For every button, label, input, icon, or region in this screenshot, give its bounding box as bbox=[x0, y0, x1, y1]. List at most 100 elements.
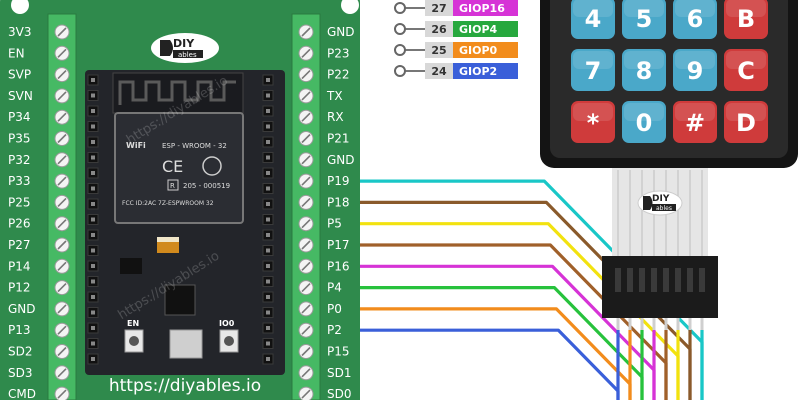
gpio-legend-row: 26 GIOP4 bbox=[394, 21, 518, 37]
header-pin-contact bbox=[91, 186, 95, 191]
connector-pin bbox=[627, 268, 633, 292]
svg-text:DIY: DIY bbox=[652, 194, 670, 204]
screw-terminal-icon bbox=[298, 109, 314, 125]
left-pin-label: P12 bbox=[8, 281, 31, 295]
screw-terminal-icon bbox=[54, 216, 70, 232]
wroom-module bbox=[114, 112, 244, 224]
right-pin-label: P5 bbox=[327, 217, 342, 231]
right-pin-label: GND bbox=[327, 153, 355, 167]
fcc-id: FCC ID:2AC 7Z-ESPWROOM 32 bbox=[122, 200, 214, 207]
screw-terminal-icon bbox=[298, 301, 314, 317]
keypad-key: * bbox=[571, 101, 615, 143]
pin-dot-icon bbox=[394, 23, 406, 35]
gpio-label: GIOP4 bbox=[459, 23, 498, 36]
header-pin-contact bbox=[91, 202, 95, 206]
header-pin-contact bbox=[266, 326, 270, 330]
usb-port bbox=[169, 329, 203, 359]
keypad-key: 0 bbox=[622, 101, 666, 143]
right-pin-labels: GNDP23P22TXRXP21GNDP19P18P5P17P16P4P0P2P… bbox=[326, 25, 355, 400]
screw-terminal-icon bbox=[54, 109, 70, 125]
header-pin-contact bbox=[91, 78, 95, 82]
keypad-key: 7 bbox=[571, 49, 615, 91]
mount-hole bbox=[11, 0, 29, 14]
pin-dot-icon bbox=[394, 65, 406, 77]
ribbon-lines bbox=[617, 170, 703, 256]
gpio-label: GIOP0 bbox=[459, 44, 498, 57]
screw-terminal-icon bbox=[298, 344, 314, 359]
screw-terminal-icon bbox=[54, 194, 70, 210]
screw-terminal-icon bbox=[54, 386, 70, 400]
left-pin-label: P32 bbox=[8, 153, 31, 167]
connector-pins bbox=[615, 268, 705, 330]
screw-terminals bbox=[54, 24, 314, 400]
screw-terminal-icon bbox=[298, 88, 314, 104]
header-pin-contact bbox=[266, 78, 270, 82]
header-pin-contact bbox=[91, 248, 95, 253]
connector-pin-leg bbox=[664, 318, 668, 330]
header-pin-contact bbox=[266, 248, 270, 253]
screw-terminal-icon bbox=[298, 216, 314, 232]
header-pin-contact bbox=[266, 186, 270, 191]
header-pin-contact bbox=[266, 217, 270, 222]
keypad-connector bbox=[602, 256, 718, 318]
ribbon-logo: DIY ables bbox=[637, 190, 683, 216]
header-pin-contact bbox=[91, 357, 95, 361]
connector-pin bbox=[615, 268, 621, 292]
screw-terminal-icon bbox=[298, 386, 314, 400]
screw-terminal-icon bbox=[54, 173, 70, 189]
connector-pin bbox=[651, 268, 657, 292]
screw-terminal-icon bbox=[298, 365, 314, 381]
left-pin-label: P34 bbox=[8, 110, 31, 124]
gpio-pin-number: 26 bbox=[431, 23, 447, 36]
right-pin-label: SD1 bbox=[327, 366, 352, 380]
right-pin-label: P19 bbox=[327, 174, 350, 188]
screw-terminal-icon bbox=[54, 152, 70, 168]
screw-terminal-icon bbox=[54, 237, 70, 253]
header-pin-contact bbox=[91, 233, 95, 237]
header-pin-contact bbox=[91, 155, 95, 160]
left-pin-label: SVP bbox=[8, 68, 31, 82]
screw-terminal-icon bbox=[54, 88, 70, 104]
header-pin-contact bbox=[91, 140, 95, 144]
svg-text:9: 9 bbox=[687, 57, 704, 85]
left-pin-label: P27 bbox=[8, 238, 31, 252]
r-mark: R bbox=[170, 182, 175, 190]
cert-seal-icon bbox=[202, 156, 222, 176]
connector-pin-leg bbox=[628, 318, 632, 330]
gpio-pin-number: 25 bbox=[431, 44, 446, 57]
keypad-key: C bbox=[724, 49, 768, 91]
ribbon-logo-mark-icon bbox=[643, 196, 653, 210]
connector-pin bbox=[663, 268, 669, 292]
svg-text:ables: ables bbox=[656, 205, 672, 212]
screw-terminal-icon bbox=[54, 280, 70, 296]
header-pin-contact bbox=[91, 326, 95, 330]
connector-pin-leg bbox=[652, 318, 656, 330]
screw-terminal-icon bbox=[54, 24, 70, 40]
right-pin-label: GND bbox=[327, 25, 355, 39]
capacitor-cap bbox=[157, 237, 179, 242]
screw-terminal-icon bbox=[54, 131, 70, 146]
gpio-pin-number: 24 bbox=[431, 65, 447, 78]
screw-terminal-icon bbox=[54, 322, 70, 338]
screw-terminal-icon bbox=[298, 280, 314, 296]
left-pin-label: 3V3 bbox=[8, 25, 31, 39]
header-pin-contact bbox=[266, 140, 270, 144]
screw-terminal-icon bbox=[298, 152, 314, 168]
screw-terminal-icon bbox=[298, 194, 314, 210]
keypad-key: B bbox=[724, 0, 768, 39]
screw-terminal-icon bbox=[54, 344, 70, 359]
svg-text:6: 6 bbox=[687, 5, 704, 33]
connector-pin bbox=[675, 268, 681, 292]
svg-text:4: 4 bbox=[585, 5, 602, 33]
header-pin-contact bbox=[91, 124, 95, 129]
svg-text:D: D bbox=[736, 109, 756, 137]
svg-text:C: C bbox=[737, 57, 755, 85]
left-pin-label: SD2 bbox=[8, 345, 33, 359]
board-logo: DIY ables bbox=[151, 33, 219, 63]
header-pin-contact bbox=[91, 109, 95, 113]
screw-terminal-icon bbox=[298, 67, 314, 83]
header-pin-contact bbox=[266, 171, 270, 175]
header-pin-contact bbox=[266, 279, 270, 284]
connector-pin bbox=[687, 268, 693, 292]
header-pin-contact bbox=[266, 93, 270, 98]
